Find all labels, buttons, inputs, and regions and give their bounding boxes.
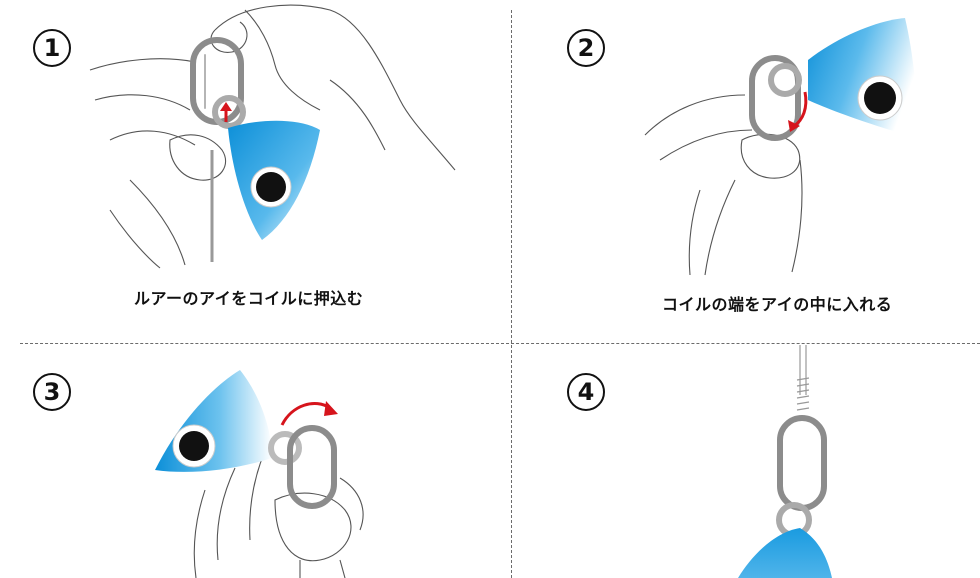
step-3-coil <box>287 425 337 509</box>
step-1-badge: 1 <box>33 29 71 67</box>
step-1-illustration <box>89 4 456 269</box>
step-4-badge: 4 <box>567 373 605 411</box>
step-3-badge: 3 <box>33 373 71 411</box>
step-2-lure <box>808 18 918 138</box>
step-3-rotate-arrow <box>280 402 331 426</box>
step-2-badge: 2 <box>567 29 605 67</box>
step-4-lure <box>738 528 832 578</box>
step-4-line <box>796 345 810 411</box>
step-4-number: 4 <box>577 378 595 406</box>
step-1-caption: ルアーのアイをコイルに押込む <box>134 289 364 308</box>
step-3-lure-pupil <box>179 431 209 461</box>
step-2-illustration <box>644 94 803 276</box>
step-3-number: 3 <box>43 378 61 406</box>
step-3-split-ring <box>268 431 302 465</box>
step-2-split-ring <box>768 63 802 97</box>
step-4-coil <box>777 415 827 511</box>
step-3-rotate-arrowhead <box>324 401 338 416</box>
step-2-lure-pupil <box>864 82 896 114</box>
step-1-split-ring <box>212 95 246 129</box>
step-2-coil <box>749 55 801 141</box>
step-1-lure-pupil <box>256 172 286 202</box>
vertical-divider <box>511 10 512 578</box>
step-2-caption: コイルの端をアイの中に入れる <box>662 295 893 314</box>
step-3-illustration <box>193 439 364 578</box>
step-3-lure <box>155 370 272 472</box>
horizontal-divider <box>20 343 980 344</box>
step-1-number: 1 <box>43 34 61 62</box>
step-2-insert-arrowhead <box>788 120 800 132</box>
step-1-push-arrowhead <box>220 102 232 111</box>
step-2-number: 2 <box>577 34 595 62</box>
